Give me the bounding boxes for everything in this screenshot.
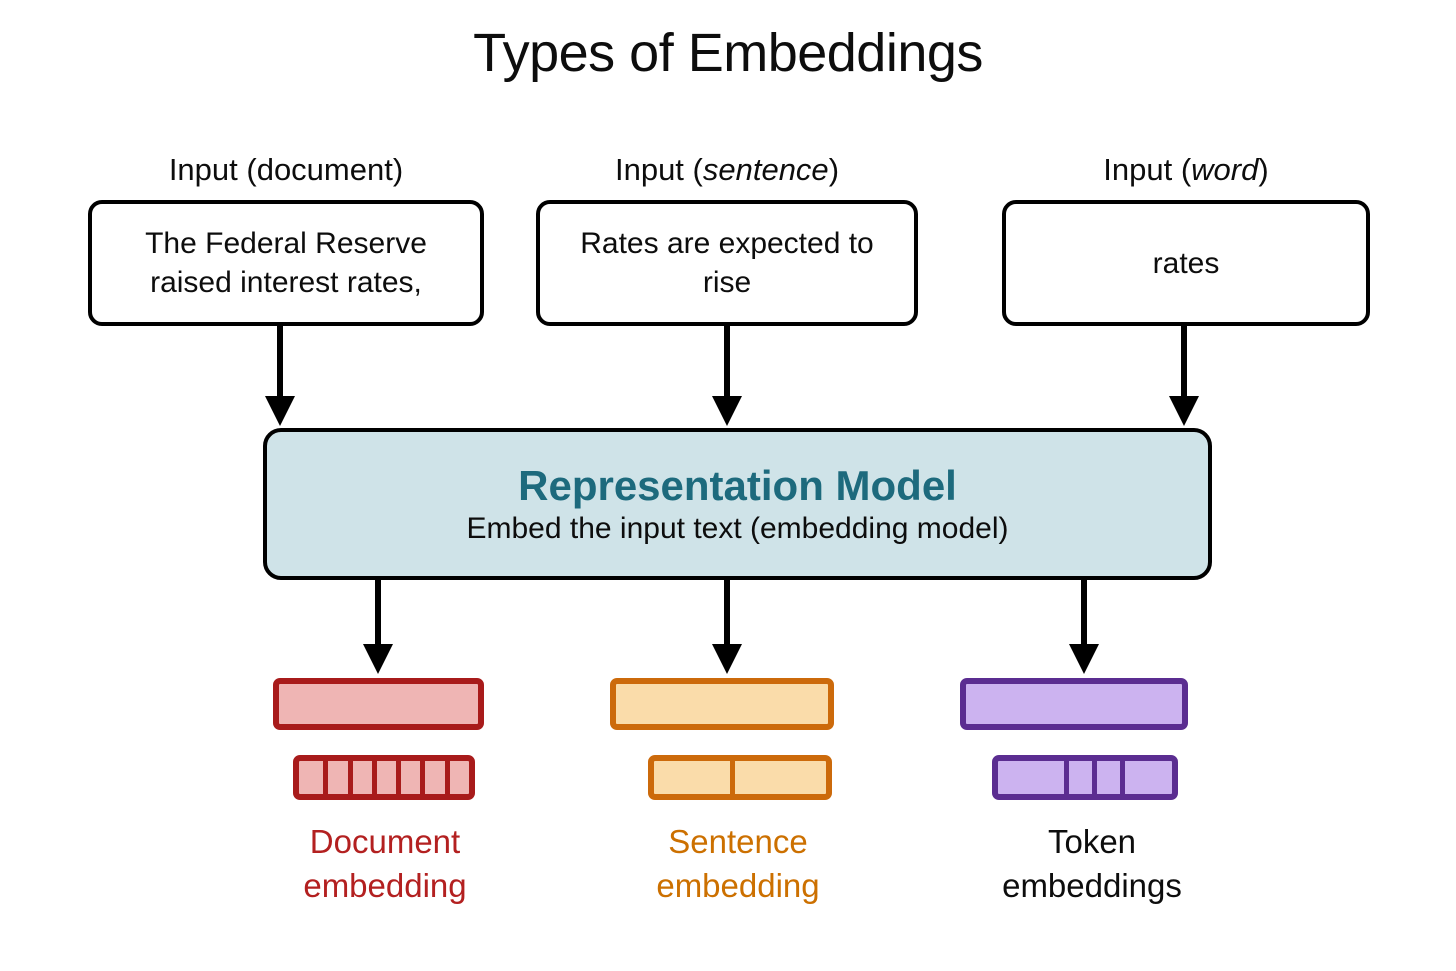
input-label-document: Input (document)	[88, 152, 484, 188]
embedding-segment	[1064, 761, 1092, 794]
input-label-word-kind: word	[1191, 152, 1259, 187]
embedding-segment	[371, 761, 396, 794]
input-box-word[interactable]: rates	[1002, 200, 1370, 326]
representation-model-subtitle: Embed the input text (embedding model)	[466, 512, 1009, 545]
embedding-segment	[729, 761, 826, 794]
embedding-segment	[396, 761, 420, 794]
input-text-sentence: Rates are expected to rise	[580, 227, 874, 299]
page-title: Types of Embeddings	[473, 23, 983, 83]
embedding-segment	[444, 761, 469, 794]
input-label-word-prefix: Input (	[1103, 152, 1192, 187]
token-embedding-vector-bar	[960, 678, 1188, 730]
sentence-embedding-label-line2: embedding	[656, 866, 820, 904]
input-label-word-suffix: )	[1258, 152, 1269, 187]
token-embedding-segmented-bar	[992, 755, 1178, 800]
arrow-document-to-model	[265, 326, 295, 426]
input-box-sentence[interactable]: Rates are expected to rise	[536, 200, 918, 326]
document-embedding-segmented-bar	[293, 755, 475, 800]
input-box-document[interactable]: The Federal Reserve raised interest rate…	[88, 200, 484, 326]
input-label-sentence-prefix: Input (	[614, 152, 703, 187]
input-label-sentence-kind: sentence	[702, 152, 829, 187]
arrow-word-to-model	[1169, 326, 1199, 426]
document-embedding-label-line1: Document	[309, 823, 461, 860]
sentence-embedding-label-line1: Sentence	[668, 823, 808, 860]
representation-model-box[interactable]: Representation Model Embed the input tex…	[263, 428, 1212, 580]
representation-model-title: Representation Model	[518, 462, 957, 509]
embedding-segment	[998, 761, 1064, 794]
token-embedding-label-line1: Token	[1047, 823, 1137, 860]
input-label-document-prefix: Input (	[168, 152, 257, 187]
input-label-word: Input (word)	[1002, 152, 1370, 188]
sentence-embedding-label: Sentence embedding	[605, 820, 871, 907]
sentence-embedding-segmented-bar	[648, 755, 832, 800]
document-embedding-vector-bar	[273, 678, 484, 730]
embedding-segment	[347, 761, 372, 794]
embedding-segment	[654, 761, 730, 794]
arrow-model-to-token-embedding	[1069, 580, 1099, 674]
input-text-word: rates	[1152, 246, 1220, 280]
input-label-sentence: Input (sentence)	[536, 152, 918, 188]
token-embedding-label: Token embeddings	[950, 820, 1234, 907]
input-label-document-suffix: )	[392, 152, 404, 187]
embedding-segment	[420, 761, 444, 794]
arrow-sentence-to-model	[712, 326, 742, 426]
embedding-segment	[1119, 761, 1172, 794]
embedding-segment	[1091, 761, 1120, 794]
document-embedding-label: Document embedding	[245, 820, 525, 907]
arrow-model-to-document-embedding	[363, 580, 393, 674]
input-label-sentence-suffix: )	[828, 152, 840, 187]
token-embedding-label-line2: embeddings	[1002, 866, 1182, 904]
input-label-document-kind: document	[256, 152, 393, 187]
input-text-document: The Federal Reserve raised interest rate…	[145, 227, 427, 299]
embedding-segment	[299, 761, 323, 794]
embedding-segment	[323, 761, 347, 794]
document-embedding-label-line2: embedding	[303, 866, 467, 904]
sentence-embedding-vector-bar	[610, 678, 834, 730]
arrow-model-to-sentence-embedding	[712, 580, 742, 674]
